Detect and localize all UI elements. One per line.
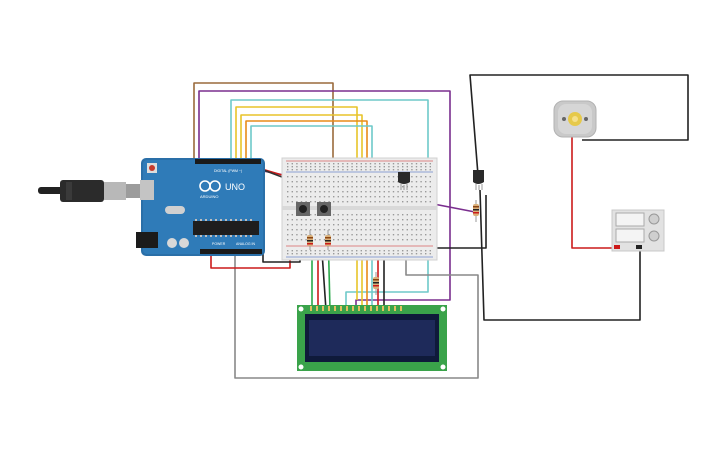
wire-black-top[interactable]: [469, 74, 689, 176]
power-analog-header[interactable]: [200, 249, 262, 254]
arduino-logo: [199, 180, 221, 192]
wire-red-motor[interactable]: [571, 136, 618, 249]
breadboard-holes: [287, 163, 431, 255]
pushbutton-1[interactable]: [296, 202, 310, 216]
power-header-label: POWER: [212, 242, 226, 246]
atmega-chip: [193, 221, 259, 235]
resistor-2[interactable]: [325, 230, 331, 250]
digital-header[interactable]: [195, 159, 261, 164]
resistor-4[interactable]: [473, 200, 479, 222]
resistor-3[interactable]: [373, 272, 379, 295]
battery-pack[interactable]: [611, 209, 665, 252]
analog-header-label: ANALOG IN: [236, 242, 256, 246]
usb-cable[interactable]: [38, 180, 142, 202]
lcd-16x2[interactable]: [297, 305, 447, 371]
board-brand: UNO: [225, 182, 245, 192]
wire-black-bottom[interactable]: [479, 189, 641, 321]
board-sub-label: ARDUINO: [200, 194, 218, 199]
temperature-sensor[interactable]: [398, 172, 410, 190]
dc-motor[interactable]: [553, 100, 597, 138]
power-jack: [136, 232, 158, 248]
digital-header-label: DIGITAL (PWM ~): [214, 169, 242, 173]
arduino-uno[interactable]: UNO ARDUINO DIGITAL (PWM ~) POWER ANALOG…: [136, 158, 265, 256]
lcd-screen: [309, 320, 435, 356]
npn-transistor[interactable]: [473, 170, 484, 190]
wire-purple-long[interactable]: [198, 90, 451, 310]
resistor-1[interactable]: [307, 230, 313, 250]
pushbutton-2[interactable]: [317, 202, 331, 216]
wire-brown[interactable]: [193, 82, 334, 205]
